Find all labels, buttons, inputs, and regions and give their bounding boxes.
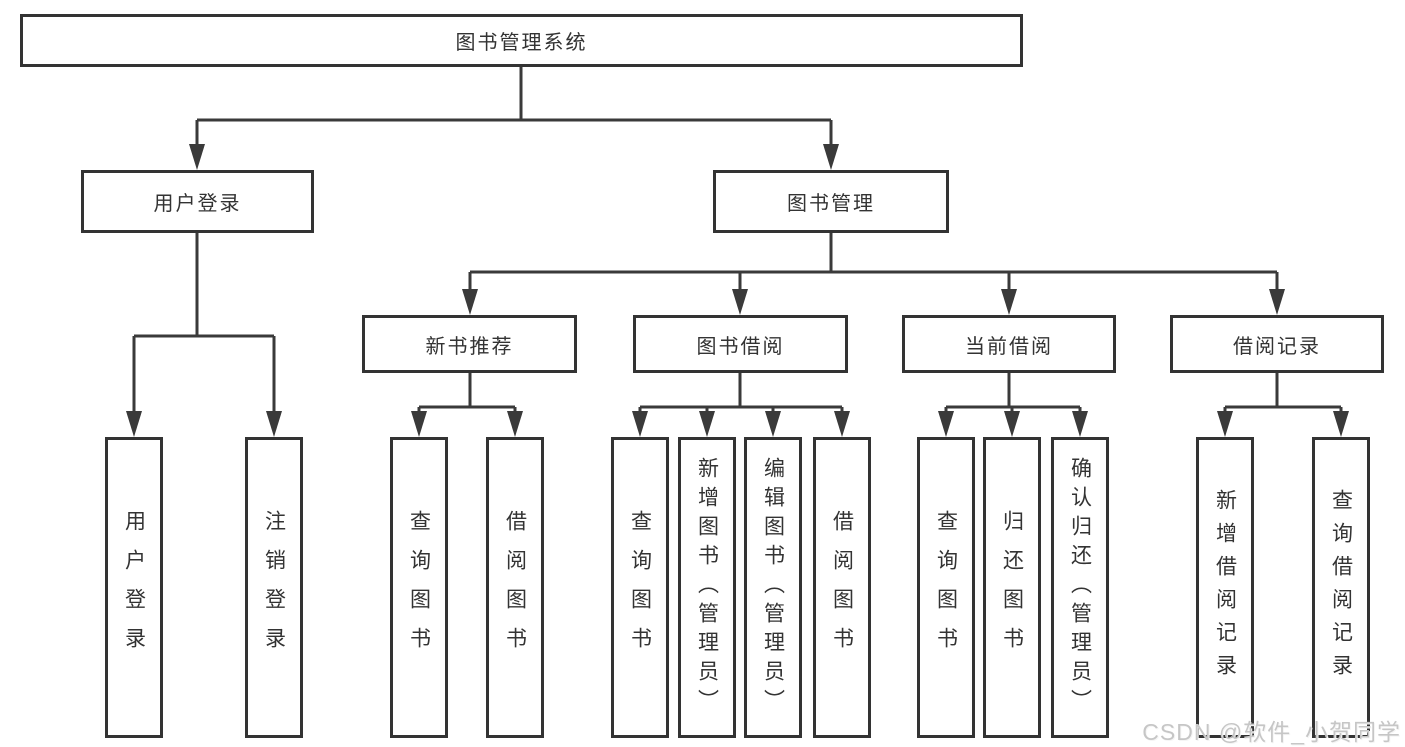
leaf-add-borrow-record: 新增借阅记录 — [1196, 437, 1254, 738]
node-label: 图书借阅 — [696, 335, 785, 358]
leaf-label: 查询借阅记录 — [1329, 488, 1353, 687]
node-library-system: 图书管理系统 — [20, 14, 1023, 67]
leaf-borrow-books: 借阅图书 — [486, 437, 544, 738]
leaf-label: 查询图书 — [628, 509, 652, 666]
leaf-confirm-return-admin: 确认归还（管理员） — [1051, 437, 1109, 738]
node-new-book-recommendation: 新书推荐 — [362, 315, 577, 373]
leaf-return-book: 归还图书 — [983, 437, 1041, 738]
leaf-label: 借阅图书 — [503, 509, 527, 666]
leaf-label: 确认归还（管理员） — [1068, 457, 1092, 718]
leaf-label: 查询图书 — [934, 509, 958, 666]
leaf-borrow-books: 借阅图书 — [813, 437, 871, 738]
leaf-add-book-admin: 新增图书（管理员） — [678, 437, 736, 738]
node-label: 当前借阅 — [965, 335, 1053, 358]
node-label: 借阅记录 — [1233, 335, 1321, 358]
leaf-label: 新增借阅记录 — [1213, 488, 1237, 687]
leaf-label: 注销登录 — [262, 509, 286, 666]
leaf-query-books: 查询图书 — [390, 437, 448, 738]
leaf-label: 归还图书 — [1000, 509, 1024, 666]
node-current-borrowing: 当前借阅 — [902, 315, 1116, 373]
watermark: CSDN @软件_小贺同学 — [1142, 719, 1401, 745]
leaf-label: 新增图书（管理员） — [695, 457, 719, 718]
leaf-query-books: 查询图书 — [917, 437, 975, 738]
node-label: 图书管理系统 — [455, 32, 588, 54]
leaf-query-books: 查询图书 — [611, 437, 669, 738]
node-label: 新书推荐 — [425, 335, 514, 358]
leaf-label: 借阅图书 — [830, 509, 854, 666]
node-user-login: 用户登录 — [81, 170, 314, 233]
leaf-label: 查询图书 — [407, 509, 431, 666]
node-book-borrowing: 图书借阅 — [633, 315, 848, 373]
node-book-management: 图书管理 — [713, 170, 949, 233]
leaf-user-login: 用户登录 — [105, 437, 163, 738]
node-label: 用户登录 — [153, 193, 242, 215]
node-label: 图书管理 — [787, 193, 875, 215]
leaf-query-borrow-record: 查询借阅记录 — [1312, 437, 1370, 738]
leaf-label: 用户登录 — [122, 509, 146, 666]
leaf-logout: 注销登录 — [245, 437, 303, 738]
node-borrowing-records: 借阅记录 — [1170, 315, 1384, 373]
leaf-edit-book-admin: 编辑图书（管理员） — [744, 437, 802, 738]
leaf-label: 编辑图书（管理员） — [761, 457, 785, 718]
